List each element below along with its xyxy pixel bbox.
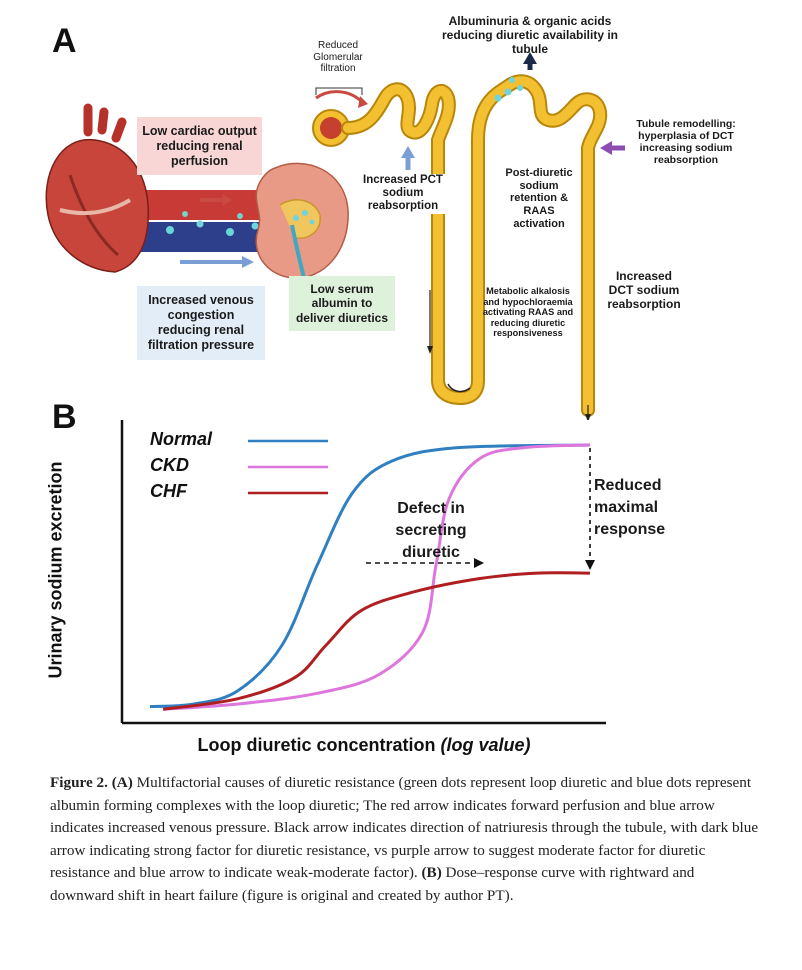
legend-label-ckd: CKD xyxy=(150,455,189,475)
heart-graphic xyxy=(45,138,149,273)
y-axis-label-wrap: Urinary sodium excretion xyxy=(6,420,106,720)
albuminuria-label: Albuminuria & organic acids reducing diu… xyxy=(441,14,619,56)
reduced-maximal-label: Reduced maximal response xyxy=(594,477,666,538)
x-axis-label: Loop diuretic concentration (log value) xyxy=(197,735,531,755)
curve-normal xyxy=(149,443,591,709)
panel-a-illustration xyxy=(45,52,625,420)
increased-dct-label: Increased DCT sodium reabsorption xyxy=(607,269,681,311)
dark-blue-arrow xyxy=(523,52,537,64)
tubule-remodelling-label: Tubule remodelling: hyperplasia of DCT i… xyxy=(636,118,736,167)
red-perfusion-arrow xyxy=(222,194,232,206)
figure-caption: Figure 2. (A) Multifactorial causes of d… xyxy=(50,772,762,907)
low-cardiac-output-box: Low cardiac output reducing renal perfus… xyxy=(137,117,262,175)
low-serum-albumin-box: Low serum albumin to deliver diuretics xyxy=(289,276,395,331)
increased-pct-label: Increased PCT sodium reabsorption xyxy=(360,174,446,214)
legend-label-chf: CHF xyxy=(150,481,187,501)
panel-a-letter: A xyxy=(52,22,77,60)
reduced-glomerular-label: Reduced Glomerular filtration xyxy=(313,40,363,74)
increased-venous-congestion-box: Increased venous congestion reducing ren… xyxy=(137,286,265,360)
purple-arrow xyxy=(600,141,612,155)
panel-b-letter: B xyxy=(52,398,77,436)
curve-chf xyxy=(162,571,591,711)
caption-figure-label: Figure 2. xyxy=(50,774,108,791)
post-diuretic-label: Post-diuretic sodium retention & RAAS ac… xyxy=(497,167,581,231)
caption-part-a-text: Multifactorial causes of diuretic resist… xyxy=(50,774,759,881)
metabolic-alkalosis-label: Metabolic alkalosis and hypochloraemia a… xyxy=(482,286,574,339)
curve-ckd xyxy=(163,443,591,711)
caption-part-a-label: (A) xyxy=(111,774,133,791)
y-axis-label: Urinary sodium excretion xyxy=(45,461,66,679)
legend-label-normal: Normal xyxy=(150,429,213,449)
defect-secreting-label: Defect in secreting diuretic xyxy=(395,500,467,561)
blue-venous-arrow xyxy=(242,256,254,268)
light-blue-arrow xyxy=(401,146,415,158)
caption-part-b-label: (B) xyxy=(421,864,442,881)
caption-part-b-text: Dose–response curve with rightward and d… xyxy=(50,864,695,904)
